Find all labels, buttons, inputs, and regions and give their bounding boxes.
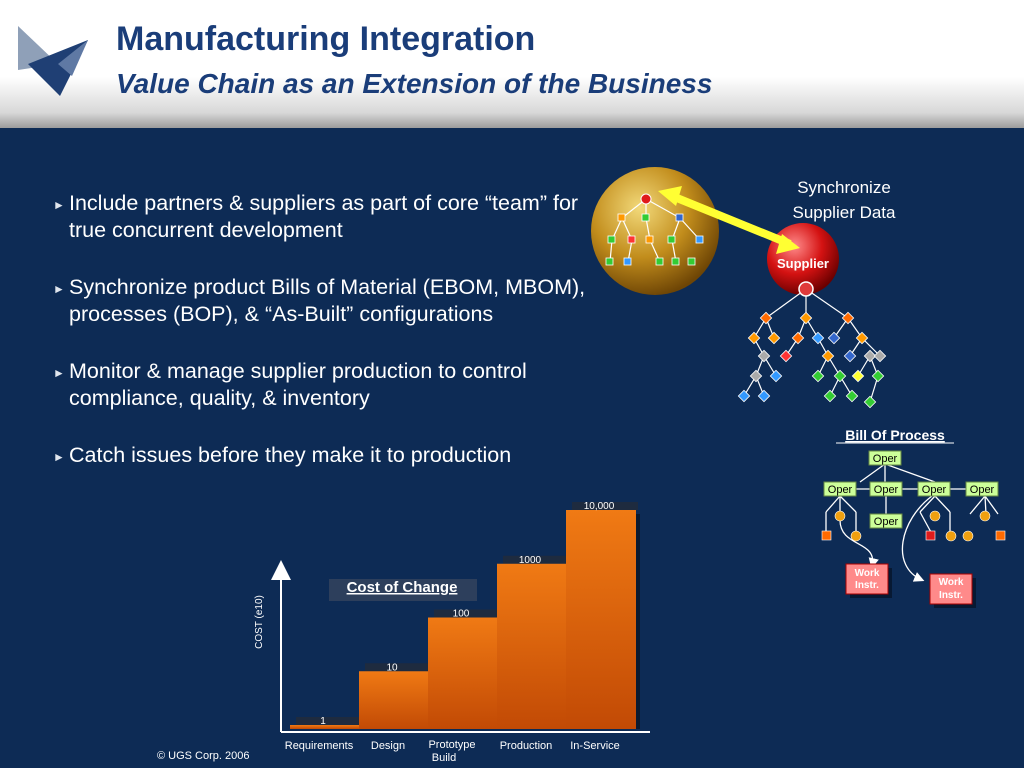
- bullet-text: Catch issues before they make it to prod…: [69, 443, 512, 467]
- bullet-item: ► Catch issues before they make it to pro…: [53, 442, 616, 469]
- bop-oper-nodes: Oper Oper Oper Oper Oper Oper: [823, 450, 999, 529]
- category-label: Production: [500, 740, 553, 752]
- sync-arrow: [670, 192, 792, 248]
- supplier-label: Supplier: [777, 256, 829, 271]
- work-label-line1: Work: [855, 568, 880, 579]
- bar-cap: [434, 609, 500, 618]
- work-label-line2: Instr.: [939, 590, 963, 601]
- bar-value-label: 100: [453, 609, 470, 620]
- bar-value-label: 10: [386, 662, 398, 673]
- bar-cap: [503, 555, 569, 564]
- oper-label: Oper: [874, 516, 899, 528]
- bar-value-label: 10,000: [584, 501, 615, 512]
- category-label: Requirements: [285, 740, 354, 752]
- bar: [290, 725, 360, 729]
- bar-value-label: 1: [320, 716, 326, 727]
- sync-label-line1: Synchronize: [797, 178, 891, 197]
- bop-part-nodes: [821, 510, 1006, 542]
- bar: [359, 671, 429, 729]
- category-label: Design: [371, 740, 405, 752]
- bop-title: Bill Of Process: [845, 427, 945, 443]
- bullet-arrow-icon: ►: [53, 282, 65, 296]
- slide-subtitle: Value Chain as an Extension of the Busin…: [116, 68, 713, 99]
- y-axis-label: COST (e10): [254, 595, 265, 649]
- bar-cap: [365, 663, 431, 672]
- slide-title: Manufacturing Integration: [116, 20, 536, 58]
- chart-title: Cost of Change: [347, 579, 458, 596]
- oper-label: Oper: [970, 484, 995, 496]
- header-banner: Manufacturing Integration Value Chain as…: [0, 0, 1024, 128]
- bullet-text: Include partners & suppliers as part of …: [69, 191, 579, 242]
- bullet-arrow-icon: ►: [53, 198, 65, 212]
- bullet-arrow-icon: ►: [53, 450, 65, 464]
- bullet-list: ► Include partners & suppliers as part of…: [53, 190, 616, 499]
- sync-label-line2: Supplier Data: [792, 203, 896, 222]
- oper-label: Oper: [922, 484, 947, 496]
- bop-connectors: [825, 463, 999, 582]
- bar: [428, 617, 498, 729]
- oper-label: Oper: [828, 484, 853, 496]
- work-label-line1: Work: [939, 577, 964, 588]
- oper-label: Oper: [874, 484, 899, 496]
- category-label: In-Service: [570, 740, 620, 752]
- bar: [497, 563, 567, 729]
- work-instruction-1: Work Instr.: [845, 563, 892, 598]
- chart-title-box: [329, 579, 477, 601]
- bullet-arrow-icon: ►: [53, 366, 65, 380]
- bar: [566, 510, 636, 729]
- ugs-logo-icon: [18, 26, 88, 96]
- bar-cap: [572, 502, 638, 510]
- work-label-line2: Instr.: [855, 580, 879, 591]
- bar-value-label: 1000: [519, 555, 542, 566]
- oper-label: Oper: [873, 453, 898, 465]
- work-instruction-2: Work Instr.: [929, 573, 976, 608]
- bar-cap: [296, 717, 362, 725]
- bullet-item: ► Synchronize product Bills of Material (…: [53, 274, 616, 328]
- bullet-text: Synchronize product Bills of Material (E…: [69, 275, 586, 326]
- bullet-item: ► Monitor & manage supplier production to…: [53, 358, 616, 412]
- copyright: © UGS Corp. 2006: [157, 750, 250, 762]
- bullet-item: ► Include partners & suppliers as part of…: [53, 190, 616, 244]
- bullet-text: Monitor & manage supplier production to …: [69, 359, 527, 410]
